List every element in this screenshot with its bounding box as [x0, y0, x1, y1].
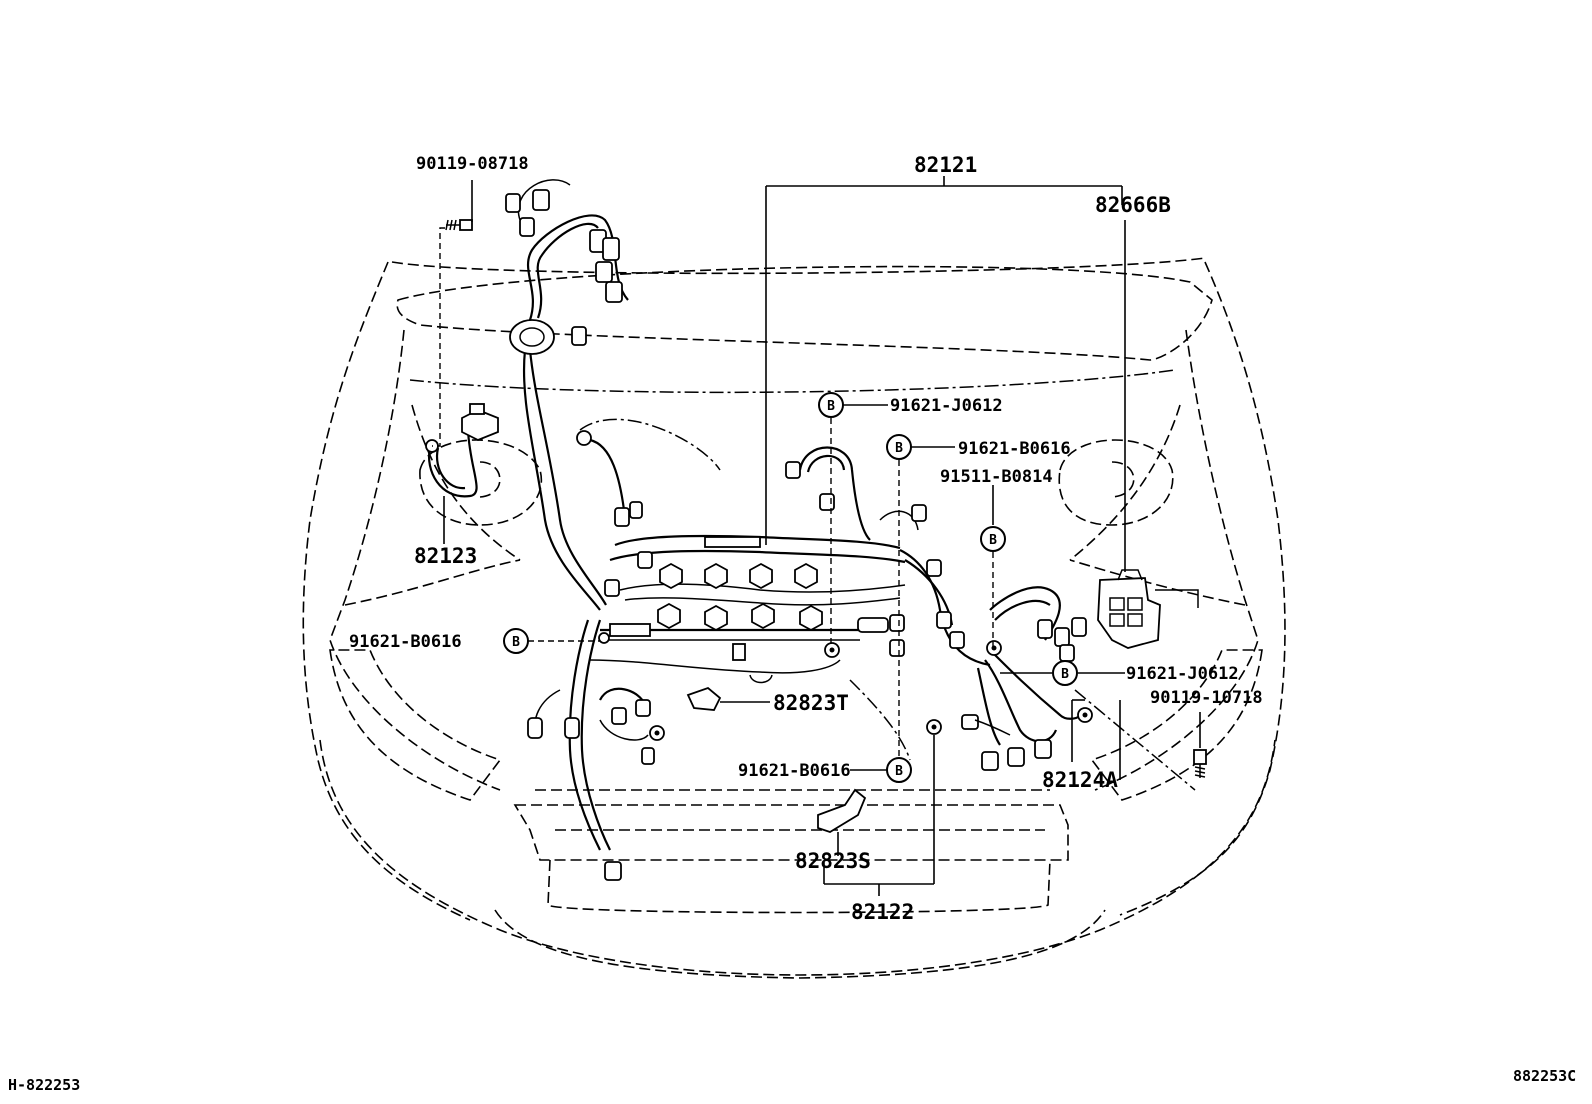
- bolt-marker-top: B: [818, 392, 844, 418]
- bolt-marker-91511: B: [980, 526, 1006, 552]
- label-91621-B0616-top: 91621-B0616: [958, 439, 1071, 459]
- bolt-marker-bottom: B: [886, 757, 912, 783]
- relay-block-82666B: [1097, 569, 1199, 649]
- label-91621-J0612-top: 91621-J0612: [890, 396, 1003, 416]
- part-82823S: [817, 788, 867, 856]
- corner-code-left: H-822253: [8, 1076, 80, 1094]
- label-91621-B0616-left: 91621-B0616: [349, 632, 462, 652]
- label-82122: 82122: [851, 900, 914, 924]
- bolt-marker-right: B: [1052, 660, 1078, 686]
- label-91511-B0814: 91511-B0814: [940, 467, 1053, 487]
- label-82123: 82123: [414, 544, 477, 568]
- harness-82121: [505, 179, 991, 881]
- label-82124A: 82124A: [1042, 768, 1118, 792]
- leader-lines: [432, 176, 1201, 896]
- label-90119-10718: 90119-10718: [1150, 688, 1263, 708]
- harness-82123: [425, 403, 499, 498]
- label-91621-J0612-right: 91621-J0612: [1126, 664, 1239, 684]
- bolt-90119-08718: [445, 219, 473, 231]
- bolt-marker-letter: B: [827, 399, 835, 414]
- vehicle-body-outline: [302, 257, 1286, 979]
- label-90119-08718: 90119-08718: [416, 154, 529, 174]
- bolt-marker-letter: B: [989, 533, 997, 548]
- label-82121: 82121: [914, 153, 977, 177]
- label-91621-B0616-bottom: 91621-B0616: [738, 761, 851, 781]
- label-82666B: 82666B: [1095, 193, 1171, 217]
- part-labels: 90119-08718 82121 82666B 91621-J0612 916…: [349, 153, 1263, 924]
- bolt-marker-letter: B: [1061, 667, 1069, 682]
- bolt-90119-10718: [1193, 749, 1207, 778]
- harness-82124A: [961, 586, 1093, 771]
- bolt-marker-top-2: B: [886, 434, 912, 460]
- label-82823S: 82823S: [795, 849, 871, 873]
- bolt-marker-letter: B: [512, 635, 520, 650]
- bolt-marker-left: B: [503, 628, 529, 654]
- corner-code-right: 882253C: [1513, 1067, 1576, 1085]
- part-82823T: [686, 686, 770, 711]
- bolt-marker-letter: B: [895, 441, 903, 456]
- bolt-marker-letter: B: [895, 764, 903, 779]
- label-82823T: 82823T: [773, 691, 849, 715]
